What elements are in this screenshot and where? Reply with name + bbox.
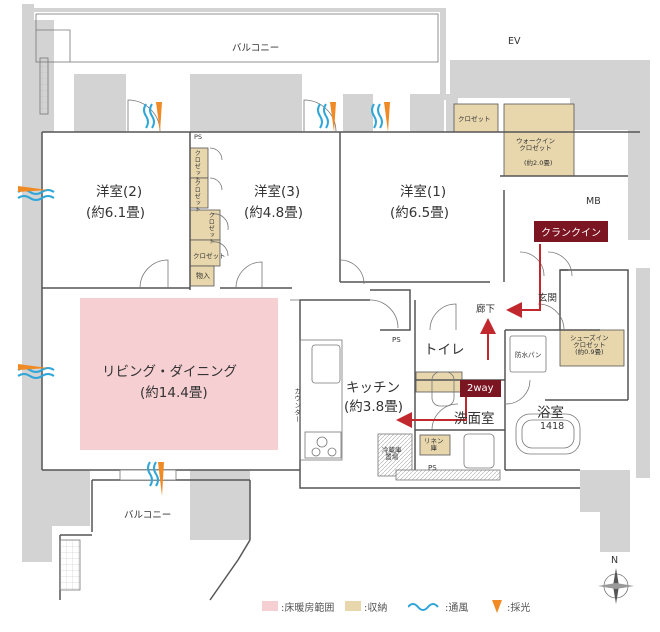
room-living-size: (約14.4畳) [140, 385, 208, 401]
closet-label-1: クロゼット [193, 150, 201, 183]
storage-label: 物入 [196, 272, 210, 280]
fridge-label: 冷蔵庫 置場 [382, 446, 402, 461]
room-western1-size: (約6.5畳) [390, 205, 450, 221]
ps-label-2: PS [392, 336, 401, 344]
room-hallway-name: 廊下 [476, 304, 496, 315]
room-kitchen-size: (約3.8畳) [344, 399, 404, 415]
waterpan-label: 防水パン [515, 351, 542, 359]
floor-heating-swatch [262, 601, 278, 611]
room-western2-name: 洋室(2) [96, 184, 143, 200]
legend-floor-heating: :床暖房範囲 [262, 598, 334, 614]
compass-icon [598, 568, 634, 604]
shoes-closet-label: シューズイン クロゼット (約0.9畳) [570, 334, 609, 356]
legend-label: :通風 [445, 602, 469, 614]
room-entrance-name: 玄関 [538, 293, 558, 304]
room-western3-size: (約4.8畳) [244, 205, 304, 221]
structural-walls [22, 4, 650, 562]
two-way-tag: 2way [460, 380, 501, 397]
ev-label: EV [508, 36, 521, 47]
door-swings [127, 99, 573, 431]
room-western2-size: (約6.1畳) [86, 205, 146, 221]
balcony-bottom-label: バルコニー [124, 510, 172, 521]
room-washroom-name: 洗面室 [454, 411, 495, 427]
room-western3-name: 洋室(3) [254, 184, 301, 200]
linen-label: リネン 庫 [424, 437, 444, 452]
legend-label: :収納 [364, 602, 388, 614]
floor-heating-area [80, 298, 278, 450]
detail-lines [35, 13, 581, 591]
room-toilet-name: トイレ [424, 342, 465, 358]
light-icon [492, 600, 502, 613]
wall-lines [41, 131, 640, 601]
clunk-in-tag: クランクイン [534, 221, 608, 242]
compass-north-label: N [611, 555, 619, 566]
walkin-closet-size: (約2.0畳) [524, 159, 553, 167]
room-kitchen-name: キッチン [346, 380, 400, 396]
legend-storage: :収納 [345, 598, 387, 614]
legend-light: :採光 [490, 598, 530, 614]
light-markers [18, 102, 390, 496]
closet-label-4: クロゼット [193, 252, 226, 260]
room-bath-size: 1418 [540, 421, 565, 432]
balcony-top-label: バルコニー [232, 43, 280, 54]
room-living-name: リビング・ダイニング [102, 364, 237, 380]
legend-label: :床暖房範囲 [281, 602, 335, 614]
closet-label-2: クロゼット [193, 180, 201, 213]
ps-label-1: PS [194, 133, 203, 141]
circulation-arrows [396, 244, 541, 428]
ps-label-3: PS [428, 464, 437, 472]
wind-icon [408, 603, 439, 611]
legend-wind: :通風 [408, 598, 468, 614]
mb-label: MB [586, 196, 601, 207]
room-bath-name: 浴室 [537, 405, 564, 421]
walkin-closet-label: ウォークイン クロゼット [516, 137, 555, 152]
legend-label: :採光 [507, 602, 531, 614]
counter-label: カウンター [292, 388, 301, 423]
storage-swatch [345, 601, 361, 611]
closet-label-3: クロゼット [207, 212, 215, 245]
room-western1-name: 洋室(1) [400, 184, 447, 200]
closet-label-5: クロゼット [458, 115, 491, 123]
